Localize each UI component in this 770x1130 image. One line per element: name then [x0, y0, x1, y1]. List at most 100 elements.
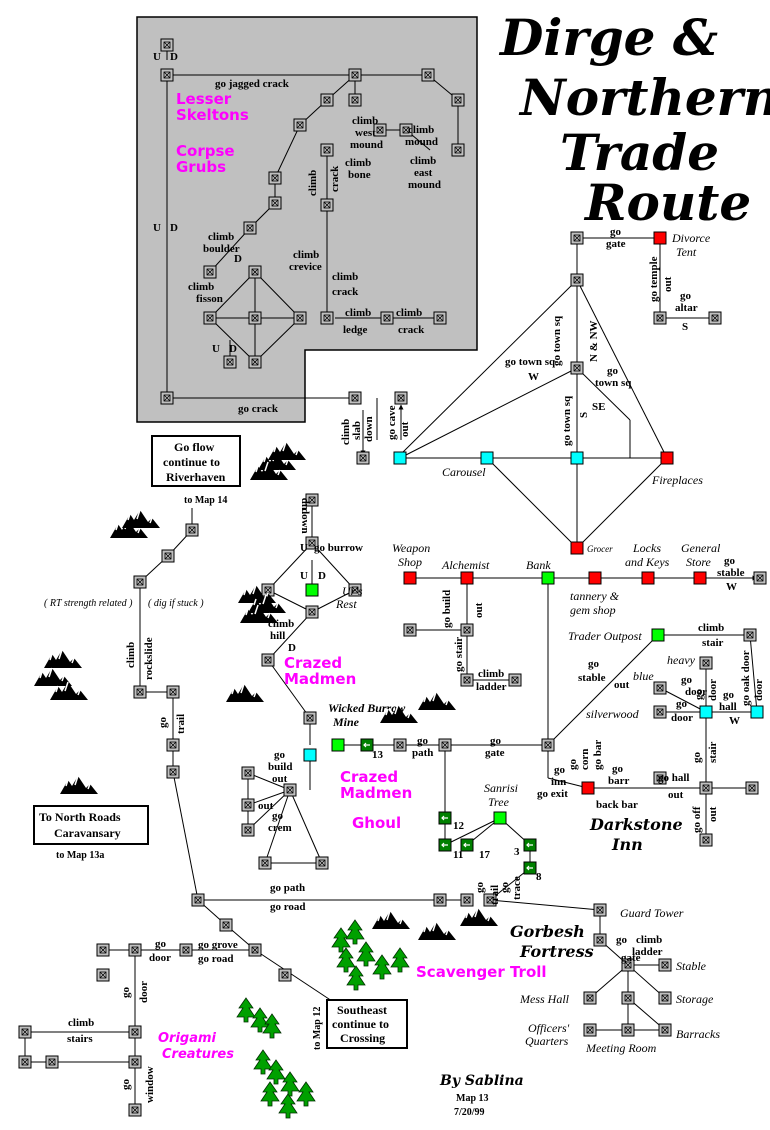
room-marker[interactable] — [621, 958, 635, 972]
room-marker[interactable] — [480, 451, 494, 465]
room-marker[interactable] — [743, 628, 757, 642]
room-marker[interactable] — [191, 893, 205, 907]
room-marker[interactable] — [438, 811, 452, 825]
room-marker[interactable] — [403, 623, 417, 637]
room-marker[interactable] — [293, 118, 307, 132]
room-marker[interactable] — [128, 1055, 142, 1069]
room-marker[interactable] — [128, 943, 142, 957]
room-marker[interactable] — [570, 541, 584, 555]
room-marker[interactable] — [699, 705, 713, 719]
room-marker[interactable] — [570, 273, 584, 287]
room-marker[interactable] — [96, 943, 110, 957]
room-marker[interactable] — [133, 575, 147, 589]
room-marker[interactable] — [166, 765, 180, 779]
room-marker[interactable] — [185, 523, 199, 537]
room-marker[interactable] — [160, 68, 174, 82]
room-marker[interactable] — [268, 171, 282, 185]
room-marker[interactable] — [360, 738, 374, 752]
room-marker[interactable] — [421, 68, 435, 82]
room-marker[interactable] — [653, 311, 667, 325]
room-marker[interactable] — [433, 893, 447, 907]
room-marker[interactable] — [320, 93, 334, 107]
room-marker[interactable] — [658, 991, 672, 1005]
room-marker[interactable] — [451, 93, 465, 107]
room-marker[interactable] — [248, 355, 262, 369]
room-marker[interactable] — [541, 738, 555, 752]
room-marker[interactable] — [320, 198, 334, 212]
room-marker[interactable] — [460, 571, 474, 585]
room-marker[interactable] — [660, 451, 674, 465]
room-marker[interactable] — [588, 571, 602, 585]
room-marker[interactable] — [320, 311, 334, 325]
room-marker[interactable] — [166, 738, 180, 752]
room-marker[interactable] — [248, 311, 262, 325]
room-marker[interactable] — [653, 681, 667, 695]
room-marker[interactable] — [203, 265, 217, 279]
room-marker[interactable] — [356, 451, 370, 465]
room-marker[interactable] — [241, 823, 255, 837]
room-marker[interactable] — [483, 893, 497, 907]
room-marker[interactable] — [305, 493, 319, 507]
room-marker[interactable] — [621, 991, 635, 1005]
room-marker[interactable] — [315, 856, 329, 870]
room-marker[interactable] — [399, 123, 413, 137]
room-marker[interactable] — [438, 738, 452, 752]
exit-box-riverhaven[interactable]: Go flow continue to Riverhaven — [151, 435, 241, 487]
room-marker[interactable] — [161, 549, 175, 563]
room-marker[interactable] — [348, 68, 362, 82]
room-marker[interactable] — [348, 93, 362, 107]
room-marker[interactable] — [373, 123, 387, 137]
room-marker[interactable] — [433, 311, 447, 325]
room-marker[interactable] — [699, 656, 713, 670]
room-marker[interactable] — [241, 798, 255, 812]
room-marker[interactable] — [745, 781, 759, 795]
room-marker[interactable] — [653, 231, 667, 245]
room-marker[interactable] — [283, 783, 297, 797]
room-marker[interactable] — [331, 738, 345, 752]
room-marker[interactable] — [160, 391, 174, 405]
room-marker[interactable] — [523, 861, 537, 875]
room-marker[interactable] — [653, 705, 667, 719]
room-marker[interactable] — [708, 311, 722, 325]
room-marker[interactable] — [166, 685, 180, 699]
room-marker[interactable] — [651, 628, 665, 642]
room-marker[interactable] — [699, 833, 713, 847]
room-marker[interactable] — [438, 838, 452, 852]
room-marker[interactable] — [493, 811, 507, 825]
room-marker[interactable] — [753, 571, 767, 585]
room-marker[interactable] — [303, 711, 317, 725]
room-marker[interactable] — [261, 653, 275, 667]
room-marker[interactable] — [179, 943, 193, 957]
room-marker[interactable] — [460, 838, 474, 852]
room-marker[interactable] — [241, 766, 255, 780]
room-marker[interactable] — [303, 748, 317, 762]
room-marker[interactable] — [96, 968, 110, 982]
room-marker[interactable] — [258, 856, 272, 870]
room-marker[interactable] — [203, 311, 217, 325]
room-marker[interactable] — [693, 571, 707, 585]
room-marker[interactable] — [380, 311, 394, 325]
room-marker[interactable] — [621, 1023, 635, 1037]
room-marker[interactable] — [460, 673, 474, 687]
room-marker[interactable] — [128, 1103, 142, 1117]
room-marker[interactable] — [570, 231, 584, 245]
room-marker[interactable] — [403, 571, 417, 585]
room-marker[interactable] — [45, 1055, 59, 1069]
room-marker[interactable] — [641, 571, 655, 585]
room-marker[interactable] — [451, 143, 465, 157]
room-marker[interactable] — [128, 1025, 142, 1039]
room-marker[interactable] — [243, 221, 257, 235]
room-marker[interactable] — [570, 451, 584, 465]
room-marker[interactable] — [18, 1055, 32, 1069]
room-marker[interactable] — [581, 781, 595, 795]
room-marker[interactable] — [305, 583, 319, 597]
room-marker[interactable] — [320, 143, 334, 157]
room-marker[interactable] — [460, 623, 474, 637]
room-marker[interactable] — [18, 1025, 32, 1039]
room-marker[interactable] — [593, 933, 607, 947]
room-marker[interactable] — [658, 958, 672, 972]
room-marker[interactable] — [460, 893, 474, 907]
room-marker[interactable] — [160, 38, 174, 52]
room-marker[interactable] — [583, 1023, 597, 1037]
room-marker[interactable] — [223, 355, 237, 369]
